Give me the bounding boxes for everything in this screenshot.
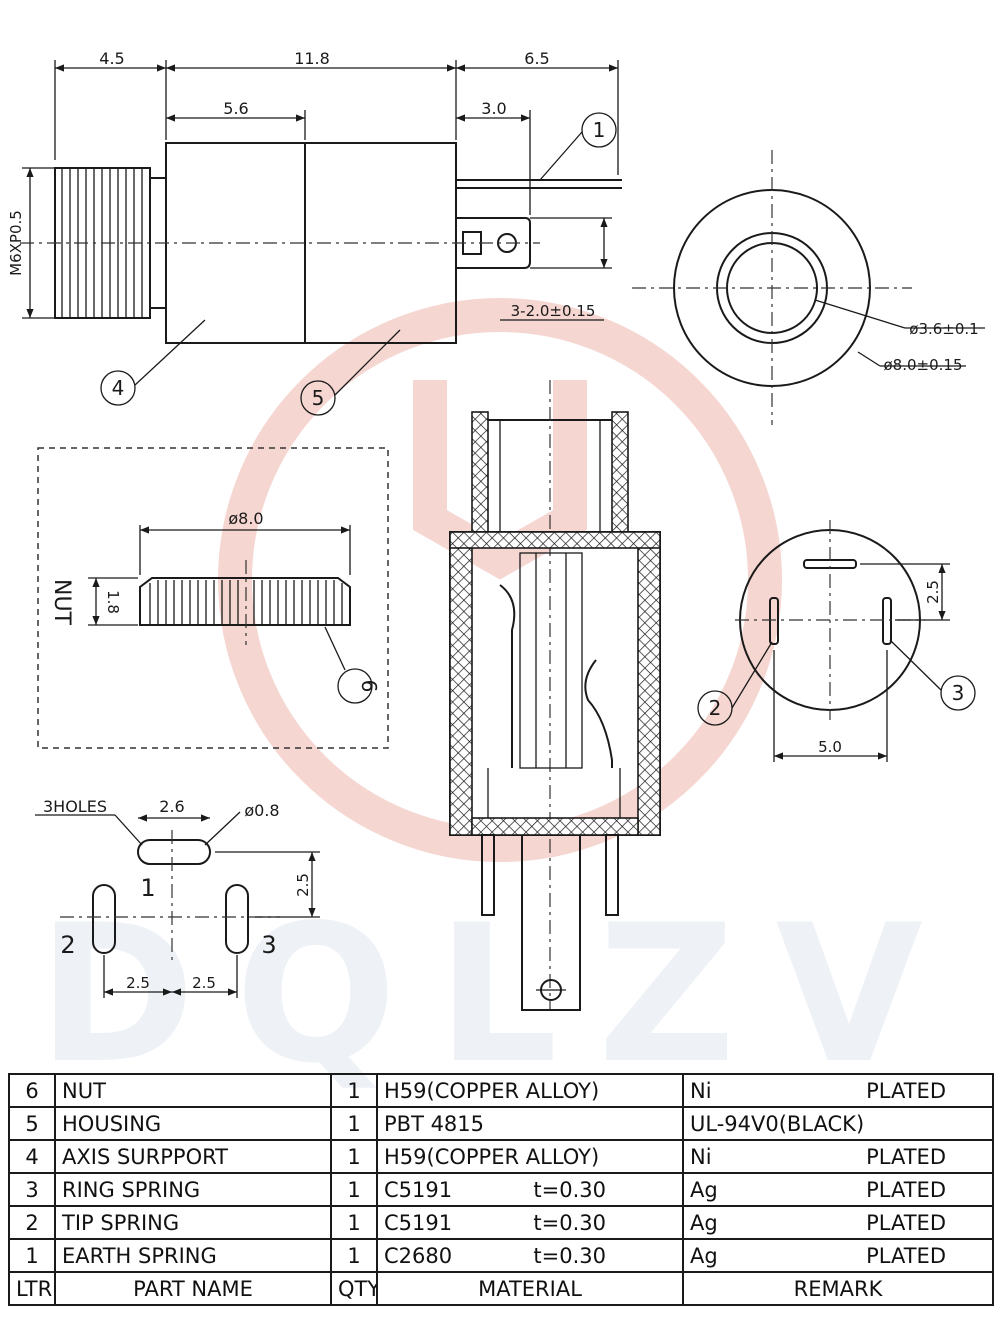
dim-pin-vertical: 2.5: [924, 580, 942, 604]
qty-cell: 1: [330, 1073, 378, 1108]
dim-pin-horizontal: 5.0: [818, 738, 842, 756]
dim-right: 6.5: [524, 49, 549, 68]
balloon-4: 4: [100, 319, 206, 406]
footprint-holes-label: 3HOLES: [43, 797, 107, 816]
qty-cell: 1: [330, 1106, 378, 1141]
header-remark: REMARK: [682, 1271, 994, 1306]
dim-mid: 11.8: [294, 49, 330, 68]
part-cell: EARTH SPRING: [54, 1238, 332, 1273]
balloon-2: 2: [697, 641, 773, 726]
nut-label: NUT: [49, 579, 74, 626]
qty-cell: 1: [330, 1172, 378, 1207]
footprint-pin-2: 2: [60, 931, 75, 959]
dim-inner-left: 5.6: [223, 99, 248, 118]
ltr-cell: 2: [8, 1205, 56, 1240]
footprint-pin-3: 3: [261, 931, 276, 959]
dim-pin-spacing: 3-2.0±0.15: [511, 302, 596, 320]
part-cell: AXIS SURPPORT: [54, 1139, 332, 1174]
ltr-cell: 6: [8, 1073, 56, 1108]
balloon-3: 3: [889, 639, 976, 711]
footprint: 3HOLES 2.6 ø0.8 2.5 2.5 2.5 1 2 3: [35, 797, 320, 998]
side-view: 4.5 11.8 6.5 5.6 3.0 M6XP0.5 3-2.0±0.15: [7, 49, 622, 344]
dim-left: 4.5: [99, 49, 124, 68]
balloon-6: 6: [324, 626, 381, 704]
dim-nut-thickness: 1.8: [104, 590, 122, 614]
svg-text:1: 1: [593, 118, 606, 142]
table-header-row: LTR PART NAME QTY MATERIAL REMARK: [8, 1271, 994, 1306]
material-cell: H59(COPPER ALLOY): [376, 1073, 684, 1108]
qty-cell: 1: [330, 1205, 378, 1240]
footprint-pin-1: 1: [140, 874, 155, 902]
part-cell: TIP SPRING: [54, 1205, 332, 1240]
dim-footprint-left: 2.5: [126, 974, 150, 992]
material-cell: H59(COPPER ALLOY): [376, 1139, 684, 1174]
watermark: DQLZV: [37, 298, 923, 1105]
pin-view: 2.5 5.0: [735, 520, 950, 762]
front-view: ø3.6±0.1 ø8.0±0.15: [632, 150, 985, 425]
remark-cell: UL-94V0(BLACK): [682, 1106, 994, 1141]
svg-text:3: 3: [952, 681, 965, 705]
svg-text:6: 6: [357, 680, 381, 693]
part-cell: HOUSING: [54, 1106, 332, 1141]
header-ltr: LTR: [8, 1271, 56, 1306]
ltr-cell: 4: [8, 1139, 56, 1174]
svg-text:4: 4: [112, 376, 125, 400]
dim-inner-dia: ø3.6±0.1: [909, 320, 978, 338]
dim-footprint-vertical: 2.5: [294, 873, 312, 897]
dim-thread: M6XP0.5: [7, 210, 25, 276]
header-part-name: PART NAME: [54, 1271, 332, 1306]
qty-cell: 1: [330, 1139, 378, 1174]
balloon-1: 1: [539, 112, 617, 181]
dim-slot-len: 2.6: [159, 797, 184, 816]
ltr-cell: 3: [8, 1172, 56, 1207]
header-material: MATERIAL: [376, 1271, 684, 1306]
svg-text:5: 5: [312, 386, 325, 410]
balloon-5: 5: [300, 329, 401, 416]
dim-slot-dia: ø0.8: [244, 801, 279, 820]
part-cell: RING SPRING: [54, 1172, 332, 1207]
header-qty: QTY: [330, 1271, 378, 1306]
part-cell: NUT: [54, 1073, 332, 1108]
dim-inner-right: 3.0: [481, 99, 506, 118]
ltr-cell: 5: [8, 1106, 56, 1141]
dim-nut-dia: ø8.0: [228, 509, 263, 528]
table-row: 5 HOUSING 1 PBT 4815 UL-94V0(BLACK): [8, 1106, 994, 1141]
nut-view: ø8.0 1.8 NUT: [37, 447, 389, 749]
svg-text:2: 2: [709, 696, 722, 720]
cross-section: [449, 380, 661, 1011]
dim-outer-dia: ø8.0±0.15: [884, 356, 963, 374]
dim-footprint-right: 2.5: [192, 974, 216, 992]
material-cell: PBT 4815: [376, 1106, 684, 1141]
qty-cell: 1: [330, 1238, 378, 1273]
ltr-cell: 1: [8, 1238, 56, 1273]
